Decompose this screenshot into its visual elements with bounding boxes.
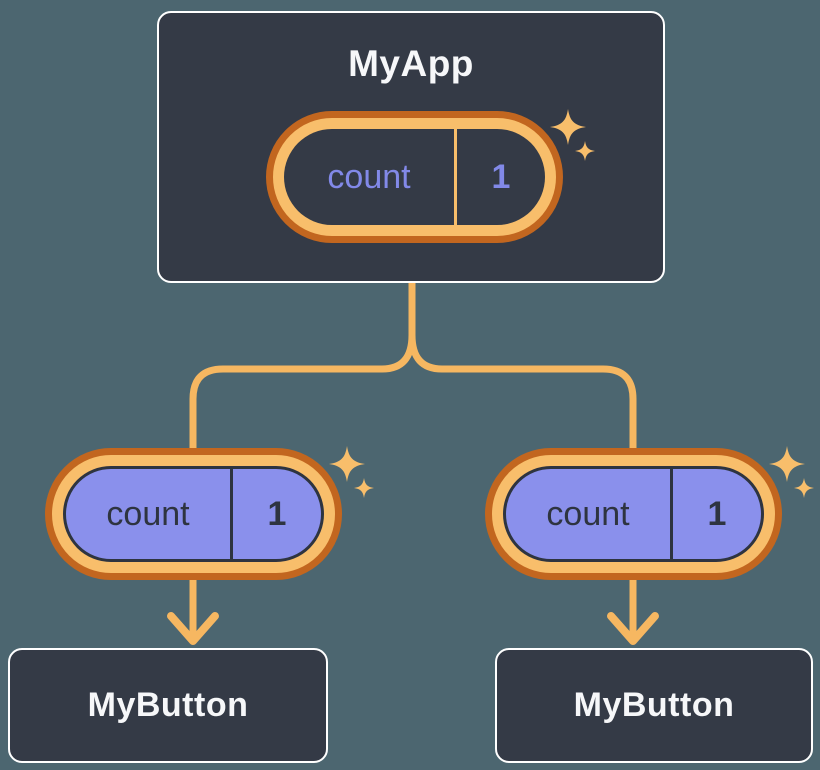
pill-divider xyxy=(454,129,457,225)
state-value: 1 xyxy=(491,157,511,196)
prop-name: count xyxy=(106,494,190,533)
pill-divider xyxy=(670,469,673,559)
prop-value: 1 xyxy=(707,494,727,533)
component-label: MyApp xyxy=(348,43,474,84)
component-label: MyButton xyxy=(87,686,249,724)
state-pill-core: count 1 xyxy=(284,129,545,225)
prop-pill-right: count 1 xyxy=(485,446,814,580)
prop-pill-left: count 1 xyxy=(45,446,374,580)
arrow-down-icon xyxy=(167,612,219,645)
arrow-down-icon xyxy=(607,612,659,645)
component-node-mybutton-left: MyButton xyxy=(8,648,328,763)
prop-name: count xyxy=(546,494,630,533)
sparkle-icon xyxy=(329,446,374,498)
sparkle-icon xyxy=(550,109,595,161)
prop-pill-core: count 1 xyxy=(503,466,764,562)
sparkle-icon xyxy=(769,446,814,498)
prop-value: 1 xyxy=(267,494,287,533)
component-node-mybutton-right: MyButton xyxy=(495,648,813,763)
state-name: count xyxy=(327,157,411,196)
prop-pill-core: count 1 xyxy=(63,466,324,562)
component-label: MyButton xyxy=(573,686,735,724)
state-pill-myapp: count 1 xyxy=(266,109,595,243)
